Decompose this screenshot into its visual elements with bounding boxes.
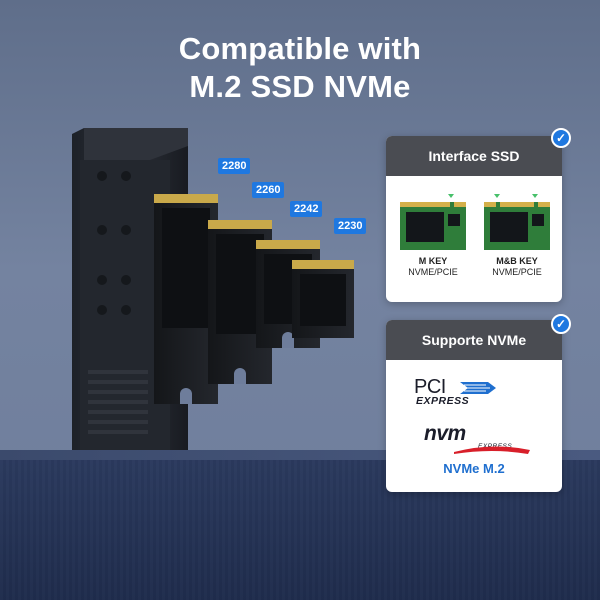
m2-key-illustration [400,194,550,250]
screw-post [121,225,131,235]
length-tag-2260: 2260 [252,182,285,198]
ssd-2280 [154,194,218,404]
m-key-protocol: NVME/PCIE [408,267,458,277]
pci-logo-main: PCI [414,376,446,398]
headline-line-2: M.2 SSD NVMe [189,69,411,104]
nvm-express-logo: nvm EXPRESS [424,422,534,454]
pci-logo-sub: EXPRESS [416,395,470,407]
podium-top-edge [0,450,600,460]
screw-post [121,171,131,181]
key-notch-marker [532,194,538,198]
mb-key-ssd [484,202,550,250]
m-key-name: M KEY [418,256,448,266]
pci-express-logo: PCI EXPRESS [414,376,534,410]
interface-card-title: Interface SSD [386,136,562,176]
pci-arrow-icon [460,382,496,394]
interface-ssd-card: Interface SSD M KEY NVME/ [386,136,562,302]
length-tag-2230: 2230 [334,218,367,234]
screw-post [121,275,131,285]
mb-key-protocol: NVME/PCIE [492,267,542,277]
headline: Compatible with M.2 SSD NVMe [0,30,600,106]
screw-post [97,275,107,285]
length-tag-2242: 2242 [290,201,323,217]
length-tag-2280: 2280 [218,158,251,174]
nvme-support-card: Supporte NVMe PCI EXPRESS nvm EXPRESS NV… [386,320,562,492]
mb-key-label: M&B KEY NVME/PCIE [472,256,562,278]
ssd-enclosure-illustration [72,128,354,450]
m-key-ssd [400,202,466,250]
ssd-2230 [292,260,354,338]
mb-key-name: M&B KEY [496,256,538,266]
key-notch-marker [494,194,500,198]
screw-post [97,305,107,315]
nvme-caption: NVMe M.2 [443,461,505,476]
headline-line-1: Compatible with [178,31,422,66]
screw-post [97,225,107,235]
screw-post [121,305,131,315]
nvm-swoosh-icon [454,446,530,454]
nvm-logo-main: nvm [424,422,466,445]
screw-post [97,171,107,181]
enclosure-lid [84,128,188,160]
check-badge-icon: ✓ [551,128,571,148]
key-notch-marker [448,194,454,198]
check-badge-icon: ✓ [551,314,571,334]
nvme-card-title: Supporte NVMe [386,320,562,360]
vent-grill [88,370,148,434]
m-key-label: M KEY NVME/PCIE [388,256,478,278]
